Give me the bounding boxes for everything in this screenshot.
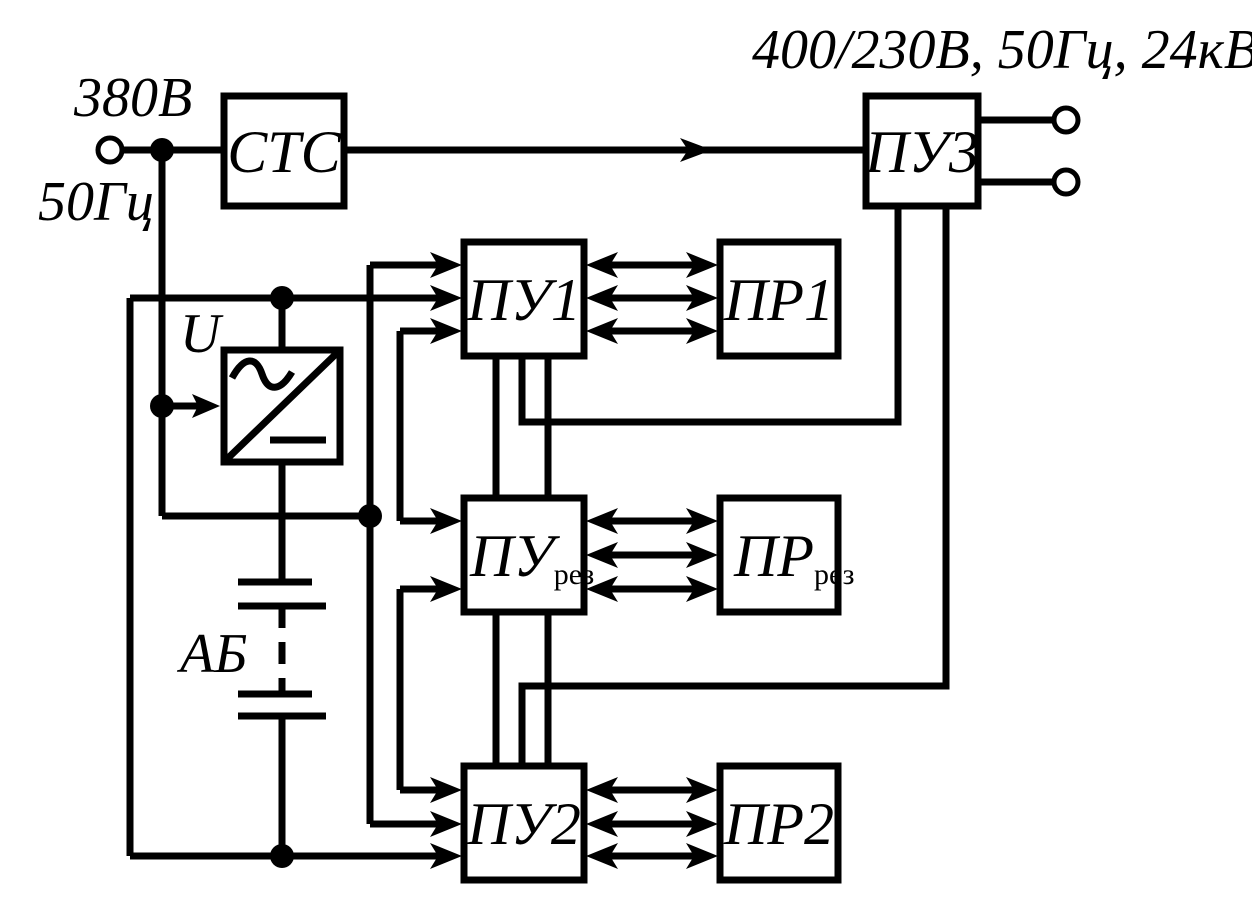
arrow-pur-prr-r2 [686, 542, 718, 568]
labels: 380В 50Гц 400/230В, 50Гц, 24кВт U АБ СТС… [38, 19, 1252, 857]
block-pr-rez-main: ПР [733, 523, 814, 589]
arrow-pu2-pr2-r2 [686, 811, 718, 837]
arrow-pu2-pr2-l3 [586, 843, 618, 869]
arrow-pu1-in-3 [430, 318, 462, 344]
block-pu-rez-main: ПУ [469, 523, 560, 589]
block-pu2-label: ПУ2 [466, 791, 581, 857]
arrow-pur-prr-r3 [686, 576, 718, 602]
label-input-freq: 50Гц [38, 171, 154, 233]
junction-converter-in [150, 394, 174, 418]
junction-dc-top [270, 286, 294, 310]
ac-wave-icon [228, 357, 296, 391]
block-pu2 [460, 762, 588, 884]
arrow-pur-prr-l1 [586, 508, 618, 534]
arrow-pur-prr-r1 [686, 508, 718, 534]
label-u: U [180, 303, 224, 365]
block-pu1-label: ПУ1 [466, 267, 581, 333]
block-pu1 [460, 238, 588, 360]
arrow-main [680, 138, 712, 162]
arrow-pu2-pr2-r3 [686, 843, 718, 869]
junction-dc-bottom [270, 844, 294, 868]
block-pr-rez-sub: рез [814, 558, 855, 591]
arrow-pur-prr-l2 [586, 542, 618, 568]
block-pr2-label: ПР2 [723, 791, 834, 857]
arrow-pu2-in-2 [430, 811, 462, 837]
arrow-converter-in [192, 394, 220, 418]
junction-bus [358, 504, 382, 528]
arrow-pu1-in-1 [430, 252, 462, 278]
label-output-spec: 400/230В, 50Гц, 24кВт [752, 19, 1252, 81]
block-pr2 [716, 762, 842, 884]
converter-block [220, 346, 344, 466]
block-pr-rez-label: ПРрез [733, 523, 855, 591]
arrow-pu1-pr1-l1 [586, 252, 618, 278]
terminal-input [95, 135, 125, 165]
block-pr-rez [716, 494, 842, 616]
arrow-pu1-pr1-l2 [586, 285, 618, 311]
block-pu-rez-label: ПУрез [469, 523, 594, 591]
feedback-pu3-pu1 [518, 206, 902, 426]
wires [120, 116, 1054, 860]
block-cts [220, 92, 348, 210]
arrow-pu1-pr1-r3 [686, 318, 718, 344]
block-cts-label: СТС [227, 119, 341, 185]
block-pr1-label: ПР1 [723, 267, 834, 333]
arrow-pu2-pr2-r1 [686, 777, 718, 803]
block-pr1 [716, 238, 842, 360]
terminal-output-1 [1051, 105, 1081, 135]
block-pu3 [862, 92, 982, 210]
arrow-pu1-pr1-l3 [586, 318, 618, 344]
arrow-pu2-pr2-l2 [586, 811, 618, 837]
junctions [95, 105, 1081, 868]
label-input-voltage: 380В [73, 67, 192, 129]
arrow-pu2-in-3 [430, 843, 462, 869]
arrow-pur-in-1 [430, 508, 462, 534]
junction-input [150, 138, 174, 162]
block-pu-rez [460, 494, 588, 616]
arrow-pu1-in-2 [430, 285, 462, 311]
arrow-pur-prr-l3 [586, 576, 618, 602]
arrow-pu2-pr2-l1 [586, 777, 618, 803]
arrow-pu2-in-1 [430, 777, 462, 803]
label-battery: АБ [176, 623, 247, 685]
arrow-pu1-pr1-r2 [686, 285, 718, 311]
arrow-pur-in-2 [430, 576, 462, 602]
terminal-output-2 [1051, 167, 1081, 197]
block-pu3-label: ПУ3 [864, 119, 979, 185]
feedback-pu3-pu2 [518, 206, 950, 766]
block-pu-rez-sub: рез [554, 558, 595, 591]
blocks [220, 92, 982, 884]
arrow-pu1-pr1-r1 [686, 252, 718, 278]
arrowheads [192, 138, 718, 869]
